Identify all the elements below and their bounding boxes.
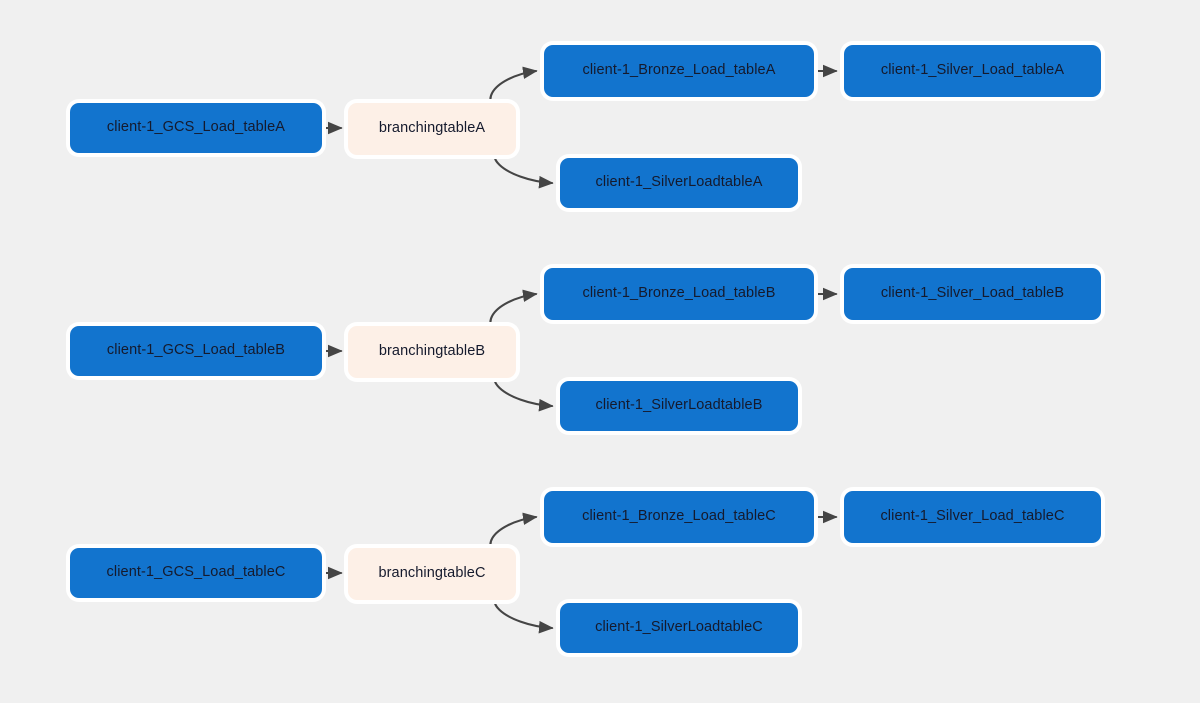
node-silver_c[interactable]: client-1_Silver_Load_tableC bbox=[844, 491, 1101, 543]
node-label: client-1_Bronze_Load_tableC bbox=[582, 508, 776, 525]
node-label: branchingtableA bbox=[378, 120, 486, 137]
node-label: client-1_SilverLoadtableA bbox=[595, 174, 763, 191]
node-branch_a[interactable]: branchingtableA bbox=[348, 103, 516, 155]
node-gcs_a[interactable]: client-1_GCS_Load_tableA bbox=[70, 103, 322, 153]
node-bronze_a[interactable]: client-1_Bronze_Load_tableA bbox=[544, 45, 814, 97]
node-label: client-1_SilverLoadtableC bbox=[595, 619, 763, 636]
node-label: client-1_Silver_Load_tableA bbox=[880, 62, 1065, 79]
node-silver_a[interactable]: client-1_Silver_Load_tableA bbox=[844, 45, 1101, 97]
node-label: client-1_GCS_Load_tableB bbox=[106, 342, 286, 359]
node-branch_c[interactable]: branchingtableC bbox=[348, 548, 516, 600]
node-sload_b[interactable]: client-1_SilverLoadtableB bbox=[560, 381, 798, 431]
node-label: client-1_SilverLoadtableB bbox=[595, 397, 763, 414]
node-label: client-1_Bronze_Load_tableB bbox=[582, 285, 776, 302]
node-bronze_b[interactable]: client-1_Bronze_Load_tableB bbox=[544, 268, 814, 320]
node-label: client-1_Bronze_Load_tableA bbox=[582, 62, 776, 79]
node-label: client-1_GCS_Load_tableA bbox=[106, 119, 286, 136]
node-sload_c[interactable]: client-1_SilverLoadtableC bbox=[560, 603, 798, 653]
node-label: branchingtableB bbox=[378, 343, 486, 360]
node-branch_b[interactable]: branchingtableB bbox=[348, 326, 516, 378]
node-silver_b[interactable]: client-1_Silver_Load_tableB bbox=[844, 268, 1101, 320]
node-label: client-1_GCS_Load_tableC bbox=[106, 564, 286, 581]
node-label: client-1_Silver_Load_tableC bbox=[880, 508, 1065, 525]
node-sload_a[interactable]: client-1_SilverLoadtableA bbox=[560, 158, 798, 208]
node-gcs_b[interactable]: client-1_GCS_Load_tableB bbox=[70, 326, 322, 376]
node-label: branchingtableC bbox=[378, 565, 486, 582]
node-gcs_c[interactable]: client-1_GCS_Load_tableC bbox=[70, 548, 322, 598]
node-label: client-1_Silver_Load_tableB bbox=[880, 285, 1065, 302]
node-bronze_c[interactable]: client-1_Bronze_Load_tableC bbox=[544, 491, 814, 543]
